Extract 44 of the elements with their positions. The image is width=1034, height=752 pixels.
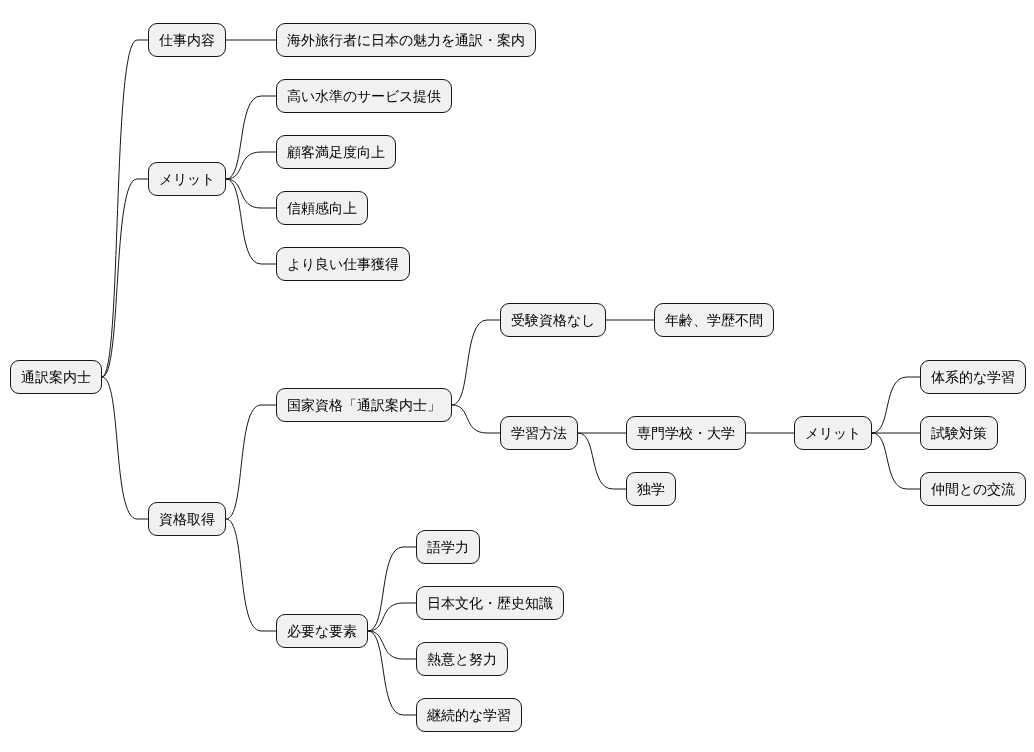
connector-line [225,151,277,180]
topic-box: メリット [148,162,226,196]
connector-line [225,404,277,520]
topic-box: 年齢、学歴不問 [654,303,774,337]
topic-box: 仕事内容 [148,23,226,57]
topic-box: 専門学校・大学 [626,416,746,450]
connector-line [451,319,501,406]
topic-box: 必要な要素 [276,614,368,648]
connector-line [101,39,149,378]
topic-box: メリット [794,416,872,450]
topic-box: より良い仕事獲得 [276,247,410,281]
connector-line [451,404,501,434]
topic-box: 継続的な学習 [416,698,522,732]
topic-box: 試験対策 [920,416,998,450]
connector-line [577,432,627,434]
connector-line [101,178,149,378]
topic-box: 受験資格なし [500,303,606,337]
topic-box: 熱意と努力 [416,642,508,676]
connector-line [871,432,921,490]
topic-box: 資格取得 [148,502,226,536]
topic-box: 顧客満足度向上 [276,135,396,169]
connector-line [577,432,627,490]
topic-box: 高い水準のサービス提供 [276,79,452,113]
topic-box: 日本文化・歴史知識 [416,586,564,620]
connector-line [367,630,417,716]
connector-line [605,319,655,321]
topic-box: 体系的な学習 [920,360,1026,394]
connector-line [225,518,277,632]
topic-box: 独学 [626,472,676,506]
connector-line [367,602,417,632]
connector-line [871,432,921,434]
connector-line [101,376,149,520]
topic-box: 仲間との交流 [920,472,1026,506]
connector-line [225,39,277,41]
topic-box: 通訳案内士 [10,360,102,394]
connector-line [225,178,277,265]
connector-line [225,178,277,209]
topic-box: 国家資格「通訳案内士」 [276,388,452,422]
connector-line [367,630,417,660]
topic-box: 信頼感向上 [276,191,368,225]
topic-box: 海外旅行者に日本の魅力を通訳・案内 [276,23,536,57]
topic-box: 語学力 [416,530,480,564]
topic-box: 学習方法 [500,416,578,450]
connector-line [745,432,795,434]
